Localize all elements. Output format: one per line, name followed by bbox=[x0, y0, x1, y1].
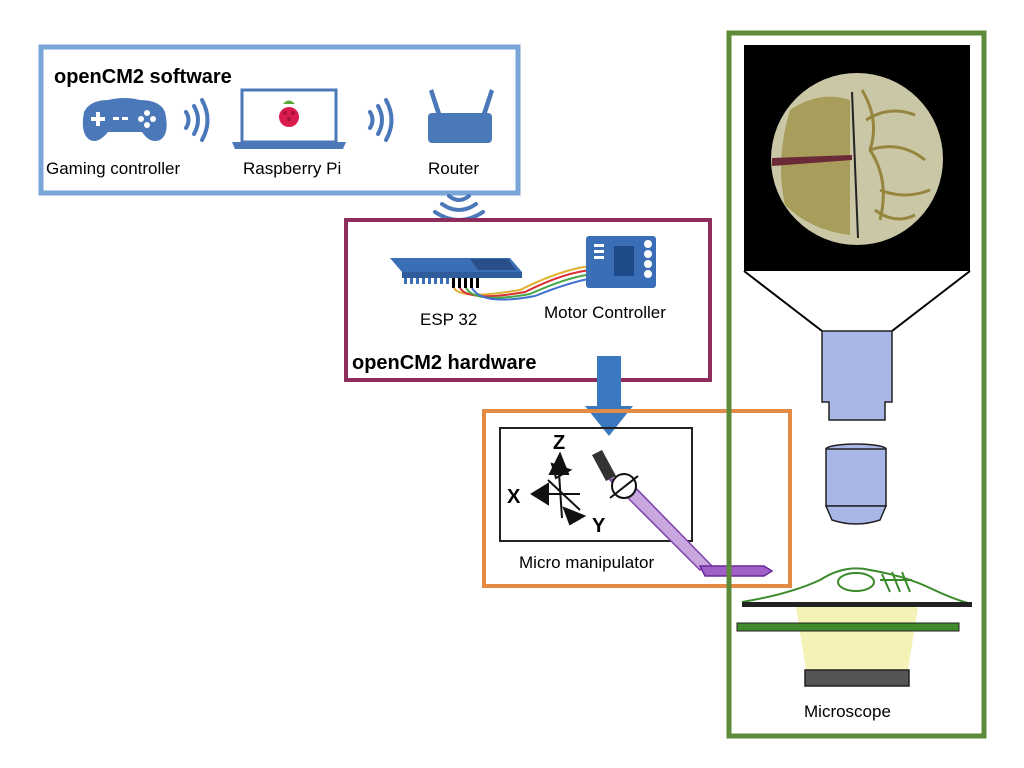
arrow-down-icon bbox=[585, 356, 633, 436]
raspberry-pi-label: Raspberry Pi bbox=[243, 159, 341, 178]
specimen-view bbox=[771, 73, 943, 245]
hardware-title: openCM2 hardware bbox=[352, 352, 536, 374]
esp32-label: ESP 32 bbox=[420, 310, 477, 329]
microscope-panel: Microscope bbox=[726, 30, 987, 739]
specimen-sketch-icon bbox=[741, 567, 973, 605]
motor-controller-label: Motor Controller bbox=[544, 303, 666, 322]
axis-y-label: Y bbox=[592, 515, 606, 537]
router-label: Router bbox=[428, 159, 479, 178]
wifi-icon bbox=[368, 98, 394, 142]
light-beam bbox=[796, 607, 918, 670]
motor-controller-icon bbox=[586, 236, 656, 288]
zoom-line-left bbox=[743, 270, 823, 332]
wifi-icon bbox=[184, 98, 210, 142]
router-icon bbox=[428, 89, 494, 143]
micro-manipulator-label: Micro manipulator bbox=[519, 553, 654, 572]
laptop-icon bbox=[232, 88, 346, 149]
microscope-label: Microscope bbox=[804, 702, 891, 721]
manipulator-frame bbox=[499, 427, 693, 542]
manipulator-box bbox=[482, 409, 792, 588]
gamepad-icon bbox=[82, 98, 167, 141]
objective-lens-icon bbox=[824, 443, 888, 525]
axis-z-label: Z bbox=[553, 432, 565, 454]
esp32-board-icon bbox=[390, 258, 522, 288]
camera-icon bbox=[821, 330, 893, 421]
axes-icon bbox=[530, 451, 587, 526]
wires-icon bbox=[453, 265, 597, 301]
hardware-box bbox=[344, 218, 712, 382]
stage-icon bbox=[736, 622, 960, 632]
software-panel: openCM2 software Gaming controller bbox=[38, 44, 521, 196]
wifi-icon bbox=[433, 194, 485, 222]
zoom-line-right bbox=[891, 270, 971, 332]
light-source-icon bbox=[804, 669, 910, 687]
software-title: openCM2 software bbox=[54, 66, 232, 88]
gaming-controller-label: Gaming controller bbox=[46, 159, 181, 178]
hardware-panel: ESP 32 Motor Controller openCM2 hardware bbox=[344, 218, 712, 382]
microscope-box bbox=[726, 30, 987, 739]
manipulator-panel: Z X Y Micro manipulator bbox=[482, 409, 792, 588]
pipette-icon bbox=[592, 450, 774, 577]
axis-x-label: X bbox=[507, 486, 521, 508]
raspberry-logo-icon bbox=[279, 100, 299, 127]
slide-top bbox=[742, 602, 972, 607]
